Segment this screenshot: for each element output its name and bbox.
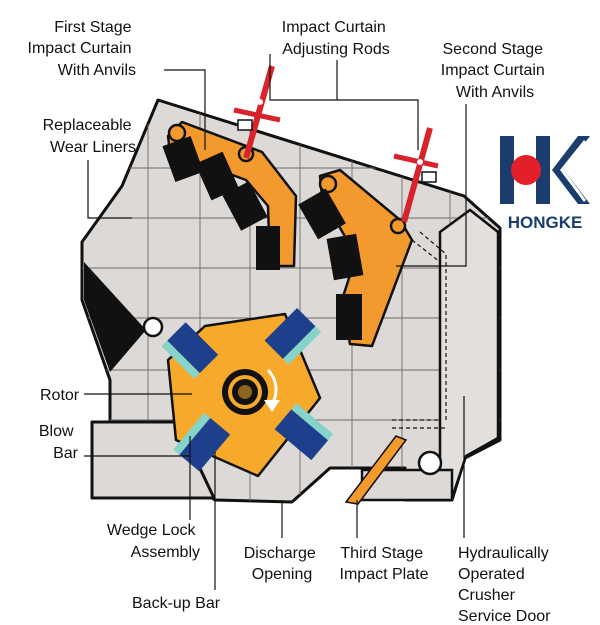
label-wedge-lock: Wedge Lock Assembly [107,522,200,561]
rotor-shaft [222,369,268,415]
pivot-bolt [142,316,164,338]
label-adjusting-rods: Impact Curtain Adjusting Rods [282,19,391,58]
label-first-stage: First Stage Impact Curtain With Anvils [28,19,137,79]
adjusting-rod-first [233,65,281,159]
blow-bars [161,307,334,472]
logo-brand-text: HONGKE [508,213,583,232]
first-stage-impact-curtain [162,120,298,270]
door-hinge [417,450,443,476]
third-stage-impact-plate [344,435,408,505]
adjusting-rod-second [393,127,439,223]
feed-wedge [84,262,146,372]
label-blow-bar: Blow Bar [39,423,79,462]
label-third-stage: Third Stage Impact Plate [340,545,429,583]
second-stage-impact-curtain [298,168,414,348]
label-backup-bar: Back-up Bar [132,595,221,612]
leader-lines [84,54,467,590]
label-service-door: Hydraulically Operated Crusher Service D… [458,545,553,625]
hongke-logo: HONGKE [500,136,590,232]
label-second-stage: Second Stage Impact Curtain With Anvils [441,41,550,101]
service-door [438,208,500,500]
first-stage-anvils [162,136,280,270]
labels: First Stage Impact Curtain With Anvils I… [28,19,553,625]
adjusting-rods [233,65,439,223]
rotor-assembly [161,307,334,478]
hk-logo-icon [500,136,590,204]
label-wear-liners: Replaceable Wear Liners [43,117,136,156]
label-rotor: Rotor [40,387,80,404]
label-discharge: Discharge Opening [244,545,320,583]
second-stage-anvils [298,188,364,340]
